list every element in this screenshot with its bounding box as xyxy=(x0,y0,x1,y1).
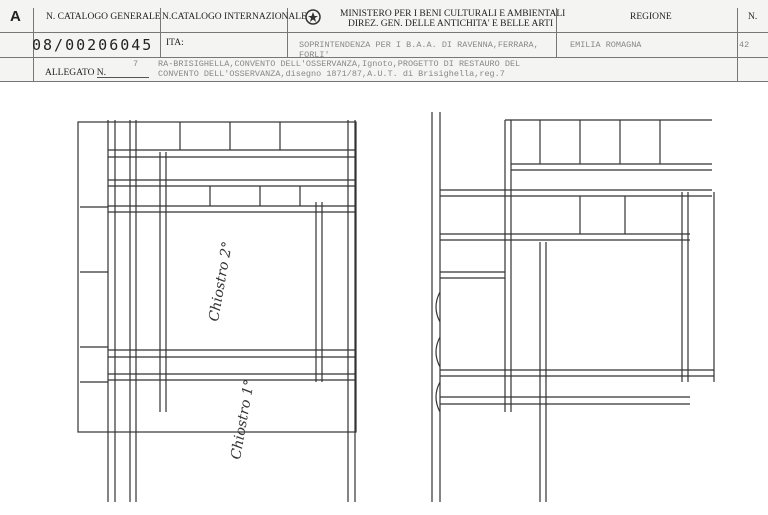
divider xyxy=(287,8,288,57)
allegato-label: ALLEGATO N. xyxy=(45,68,107,78)
divider xyxy=(0,32,768,33)
catalogo-generale-label: N. CATALOGO GENERALE xyxy=(46,12,161,22)
allegato-underline xyxy=(97,77,149,78)
description-line1: RA-BRISIGHELLA,CONVENTO DELL'OSSERVANZA,… xyxy=(158,59,521,69)
allegato-value: 7 xyxy=(133,59,139,69)
regione-label: REGIONE xyxy=(630,12,672,22)
divider xyxy=(0,81,768,82)
italian-republic-emblem-icon xyxy=(305,9,321,25)
catalogo-generale-value: 08/00206045 xyxy=(32,36,154,54)
divider xyxy=(160,8,161,57)
right-plan xyxy=(431,112,715,502)
divider xyxy=(33,8,34,82)
ministero-line1: MINISTERO PER I BENI CULTURALI E AMBIENT… xyxy=(340,9,566,19)
catalogo-internazionale-label: N.CATALOGO INTERNAZIONALE xyxy=(162,12,307,22)
soprintendenza-line1: SOPRINTENDENZA PER I B.A.A. DI RAVENNA,F… xyxy=(299,40,539,50)
divider xyxy=(0,57,768,58)
description-line2: CONVENTO DELL'OSSERVANZA,disegno 1871/87… xyxy=(158,69,505,79)
architectural-plan-drawing: Chiostro 2° Chiostro 1° xyxy=(77,112,715,502)
section-letter: A xyxy=(10,8,21,25)
catalog-card-header: A N. CATALOGO GENERALE N.CATALOGO INTERN… xyxy=(0,0,768,82)
divider xyxy=(556,8,557,57)
n-label: N. xyxy=(748,12,758,22)
ministero-line2: DIREZ. GEN. DELLE ANTICHITA' E BELLE ART… xyxy=(348,19,554,29)
label-chiostro-2: Chiostro 2° xyxy=(206,240,236,322)
left-plan-cloister xyxy=(77,120,357,502)
soprintendenza-line2: FORLI' xyxy=(299,50,330,57)
catalogo-internazionale-value: ITA: xyxy=(166,38,184,48)
divider xyxy=(737,8,738,82)
regione-value: EMILIA ROMAGNA xyxy=(570,40,642,50)
n-value: 42 xyxy=(739,40,750,50)
label-chiostro-1: Chiostro 1° xyxy=(228,378,258,460)
